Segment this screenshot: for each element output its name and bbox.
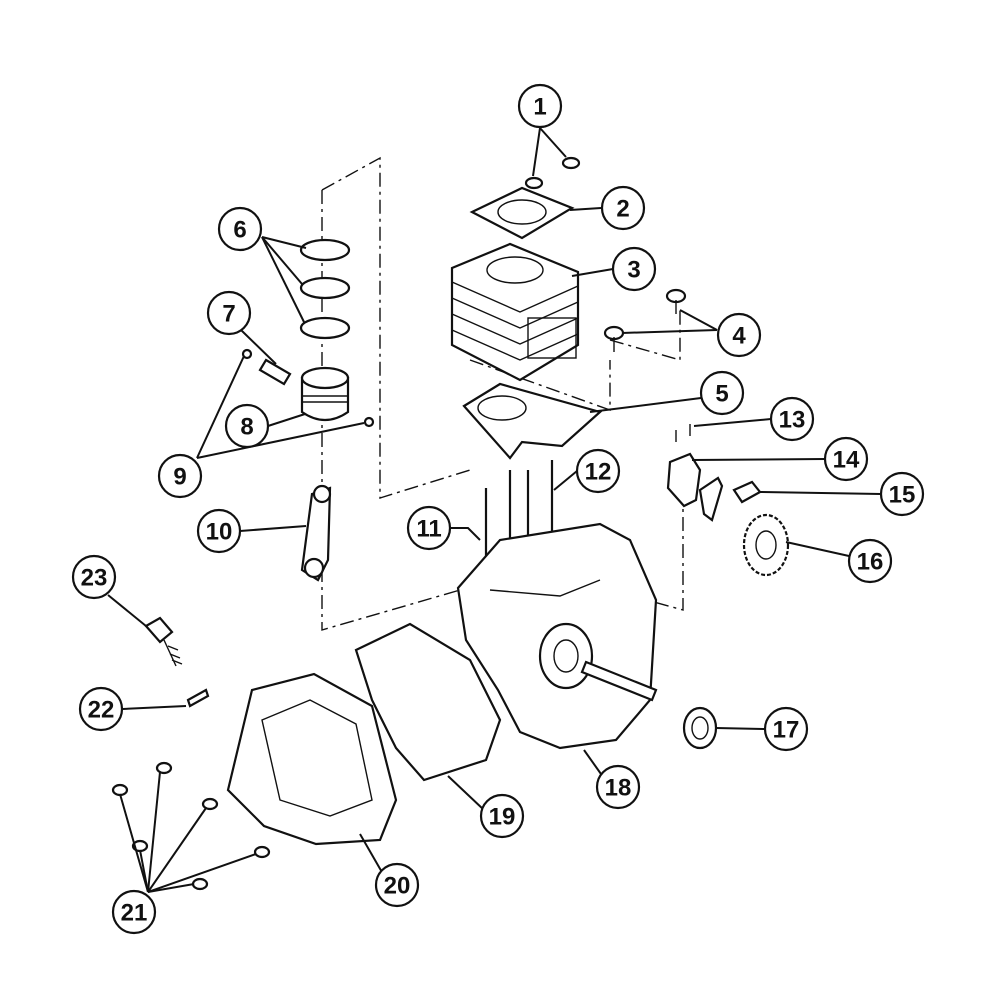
- callout-22-label: 22: [88, 697, 115, 724]
- callout-16-label: 16: [857, 549, 884, 576]
- head-gasket-part: [469, 186, 575, 240]
- callout-2: 2: [600, 185, 646, 231]
- callout-19: 19: [479, 793, 525, 839]
- callout-9-label: 9: [173, 464, 186, 491]
- piston-ring-part: [299, 238, 351, 262]
- callout-13-label: 13: [779, 407, 806, 434]
- washer-part: [524, 176, 544, 190]
- piston-pin-part: [258, 358, 292, 386]
- callout-14: 14: [823, 436, 869, 482]
- key-part: [186, 688, 210, 708]
- callout-22: 22: [78, 686, 124, 732]
- callout-16: 16: [847, 538, 893, 584]
- callout-8-label: 8: [240, 414, 253, 441]
- crankcase-cover-part: [226, 672, 398, 846]
- oil-seal-part: [682, 706, 718, 750]
- connecting-rod-part: [300, 484, 332, 582]
- callout-18: 18: [595, 764, 641, 810]
- collar-part: [732, 480, 762, 504]
- callout-12: 12: [575, 448, 621, 494]
- callout-21: 21: [111, 889, 157, 935]
- piston-ring-part: [299, 276, 351, 300]
- part-drawings: [111, 156, 790, 891]
- callout-11: 11: [406, 505, 452, 551]
- piston-part: [300, 366, 350, 422]
- crankcase-gasket-part: [354, 622, 502, 782]
- callout-17-label: 17: [773, 717, 800, 744]
- callout-4-label: 4: [732, 323, 746, 350]
- washer-part: [561, 156, 581, 170]
- callout-5-label: 5: [715, 381, 728, 408]
- callout-15-label: 15: [889, 482, 916, 509]
- callout-3: 3: [611, 246, 657, 292]
- callout-13: 13: [769, 396, 815, 442]
- callout-10-label: 10: [206, 519, 233, 546]
- callout-2-label: 2: [616, 196, 629, 223]
- callout-4: 4: [716, 312, 762, 358]
- callout-23-label: 23: [81, 565, 108, 592]
- cover-bolts-part: [111, 761, 271, 891]
- leader-lines: [107, 127, 882, 893]
- callout-20: 20: [374, 862, 420, 908]
- base-gasket-part: [462, 382, 603, 460]
- callout-23: 23: [71, 554, 117, 600]
- crankcase-part: [456, 522, 658, 750]
- callout-6-label: 6: [233, 217, 246, 244]
- governor-link-part: [698, 476, 724, 522]
- gear-part: [742, 513, 790, 577]
- callout-1-label: 1: [533, 94, 546, 121]
- callout-15: 15: [879, 471, 925, 517]
- callout-18-label: 18: [605, 775, 632, 802]
- callout-1: 1: [517, 83, 563, 129]
- callout-17: 17: [763, 706, 809, 752]
- callout-9: 9: [157, 453, 203, 499]
- callout-5: 5: [699, 370, 745, 416]
- pin-clip-part: [363, 416, 375, 428]
- callout-10: 10: [196, 508, 242, 554]
- callout-12-label: 12: [585, 459, 612, 486]
- cylinder-part: [450, 242, 580, 382]
- callout-7-label: 7: [222, 301, 235, 328]
- bolt-part: [603, 325, 625, 352]
- callout-21-label: 21: [121, 900, 148, 927]
- callout-8: 8: [224, 403, 270, 449]
- callout-6: 6: [217, 206, 263, 252]
- pin-clip-part: [241, 348, 253, 360]
- piston-ring-part: [299, 316, 351, 340]
- governor-arm-part: [666, 452, 702, 508]
- bolt-part: [665, 288, 687, 314]
- callout-7: 7: [206, 290, 252, 336]
- callout-14-label: 14: [833, 447, 860, 474]
- callout-11-label: 11: [416, 516, 441, 543]
- callout-3-label: 3: [627, 257, 640, 284]
- callout-20-label: 20: [384, 873, 411, 900]
- drain-plug-part: [144, 616, 183, 667]
- callout-19-label: 19: [489, 804, 516, 831]
